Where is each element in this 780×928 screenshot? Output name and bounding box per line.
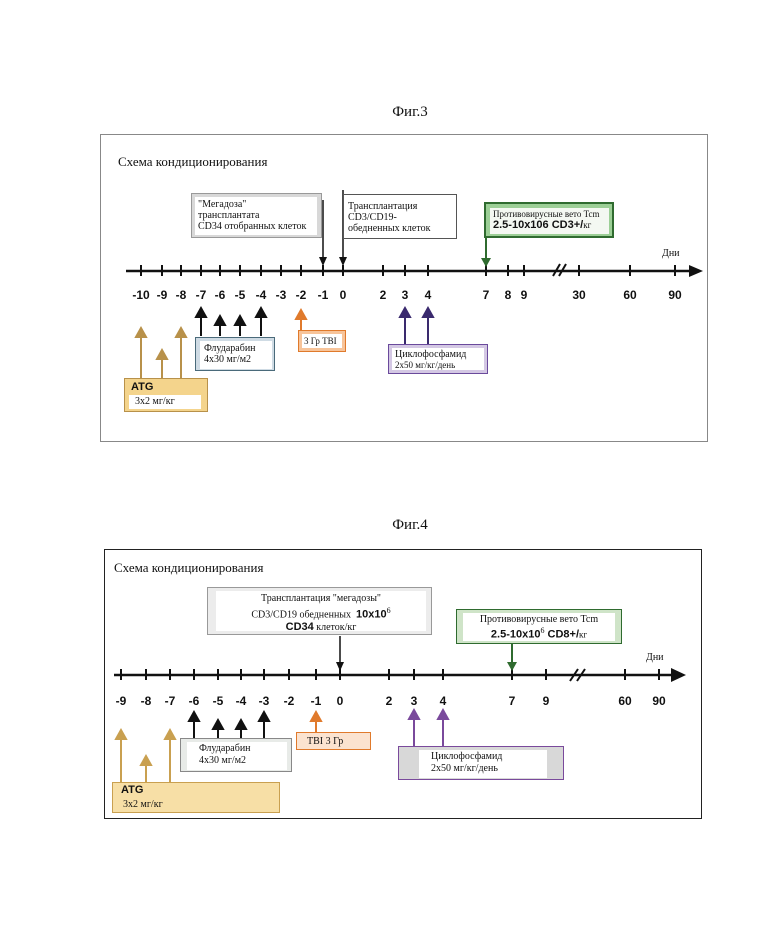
fig4-antiviral-box: Противовирусные вето Tcm 2.5-10x106 CD8+…: [456, 609, 622, 644]
fig4-tick-label: 9: [543, 694, 550, 708]
fig4-fludarabine-line1: Флударабин: [199, 743, 275, 755]
fig4-fludarabine-line2: 4x30 мг/м2: [199, 755, 275, 767]
fig4-transplant-dose: 10x10: [356, 608, 387, 620]
fig4-antiviral-arrowhead: [507, 662, 517, 671]
fig4-tbi-box: TBI 3 Гр: [296, 732, 371, 750]
fig4-fludarabine-box: Флударабин 4x30 мг/м2: [180, 738, 292, 772]
fig4-tick-label: 90: [652, 694, 666, 708]
fig4-antiviral-line1: Противовирусные вето Tcm: [466, 614, 612, 625]
fig4-tick-label: -9: [116, 694, 127, 708]
fig4-transplant-dose-sup: 6: [387, 606, 391, 615]
fig4-tick-label: 60: [618, 694, 632, 708]
fig4-transplant-arrowhead: [336, 662, 344, 671]
fig4-antiviral-dose: 2.5-10x10: [491, 628, 541, 640]
fig4-atg-line2: 3x2 мг/кг: [123, 799, 163, 810]
fig4-tick-label: -4: [236, 694, 247, 708]
fig4-atg-line1: ATG: [121, 785, 143, 796]
fig4-cyclo-line1: Циклофосфамид: [431, 751, 535, 763]
fig4-transplant-box: Трансплантация "мегадозы" CD3/CD19 обедн…: [207, 587, 432, 635]
fig4-tick-label: -1: [311, 694, 322, 708]
fig4-cyclo-box: Циклофосфамид 2x50 мг/кг/день: [398, 746, 564, 780]
fig4-tick-label: 4: [440, 694, 447, 708]
fig4-tick-label: 7: [509, 694, 516, 708]
fig4-tick-label: -5: [213, 694, 224, 708]
fig4-tick-label: 0: [337, 694, 344, 708]
fig4-antiviral-unit: кг: [579, 629, 587, 639]
fig4-axis-arrowhead: [671, 668, 686, 682]
fig4-tick-label: 3: [411, 694, 418, 708]
fig4-atg-box: ATG 3x2 мг/кг: [112, 782, 280, 813]
fig4-transplant-line1: Трансплантация "мегадозы": [220, 593, 422, 605]
fig4-transplant-cd34: CD34: [286, 621, 314, 633]
fig4-transplant-line2: CD3/CD19 обедненных: [251, 609, 351, 620]
fig4-tbi-label: TBI 3 Гр: [307, 736, 343, 747]
fig4-tick-label: -8: [141, 694, 152, 708]
fig4-cyclo-line2: 2x50 мг/кг/день: [431, 763, 535, 775]
fig4-antiviral-cd: CD8+/: [544, 628, 579, 640]
fig4-tick-label: -6: [189, 694, 200, 708]
fig4-tick-label: -3: [259, 694, 270, 708]
fig4-tick-label: -2: [284, 694, 295, 708]
fig4-tick-label: -7: [165, 694, 176, 708]
fig4-transplant-unit: клеток/кг: [316, 622, 356, 633]
fig4-tick-label: 2: [386, 694, 393, 708]
fig4-axis-label: Дни: [646, 652, 664, 663]
